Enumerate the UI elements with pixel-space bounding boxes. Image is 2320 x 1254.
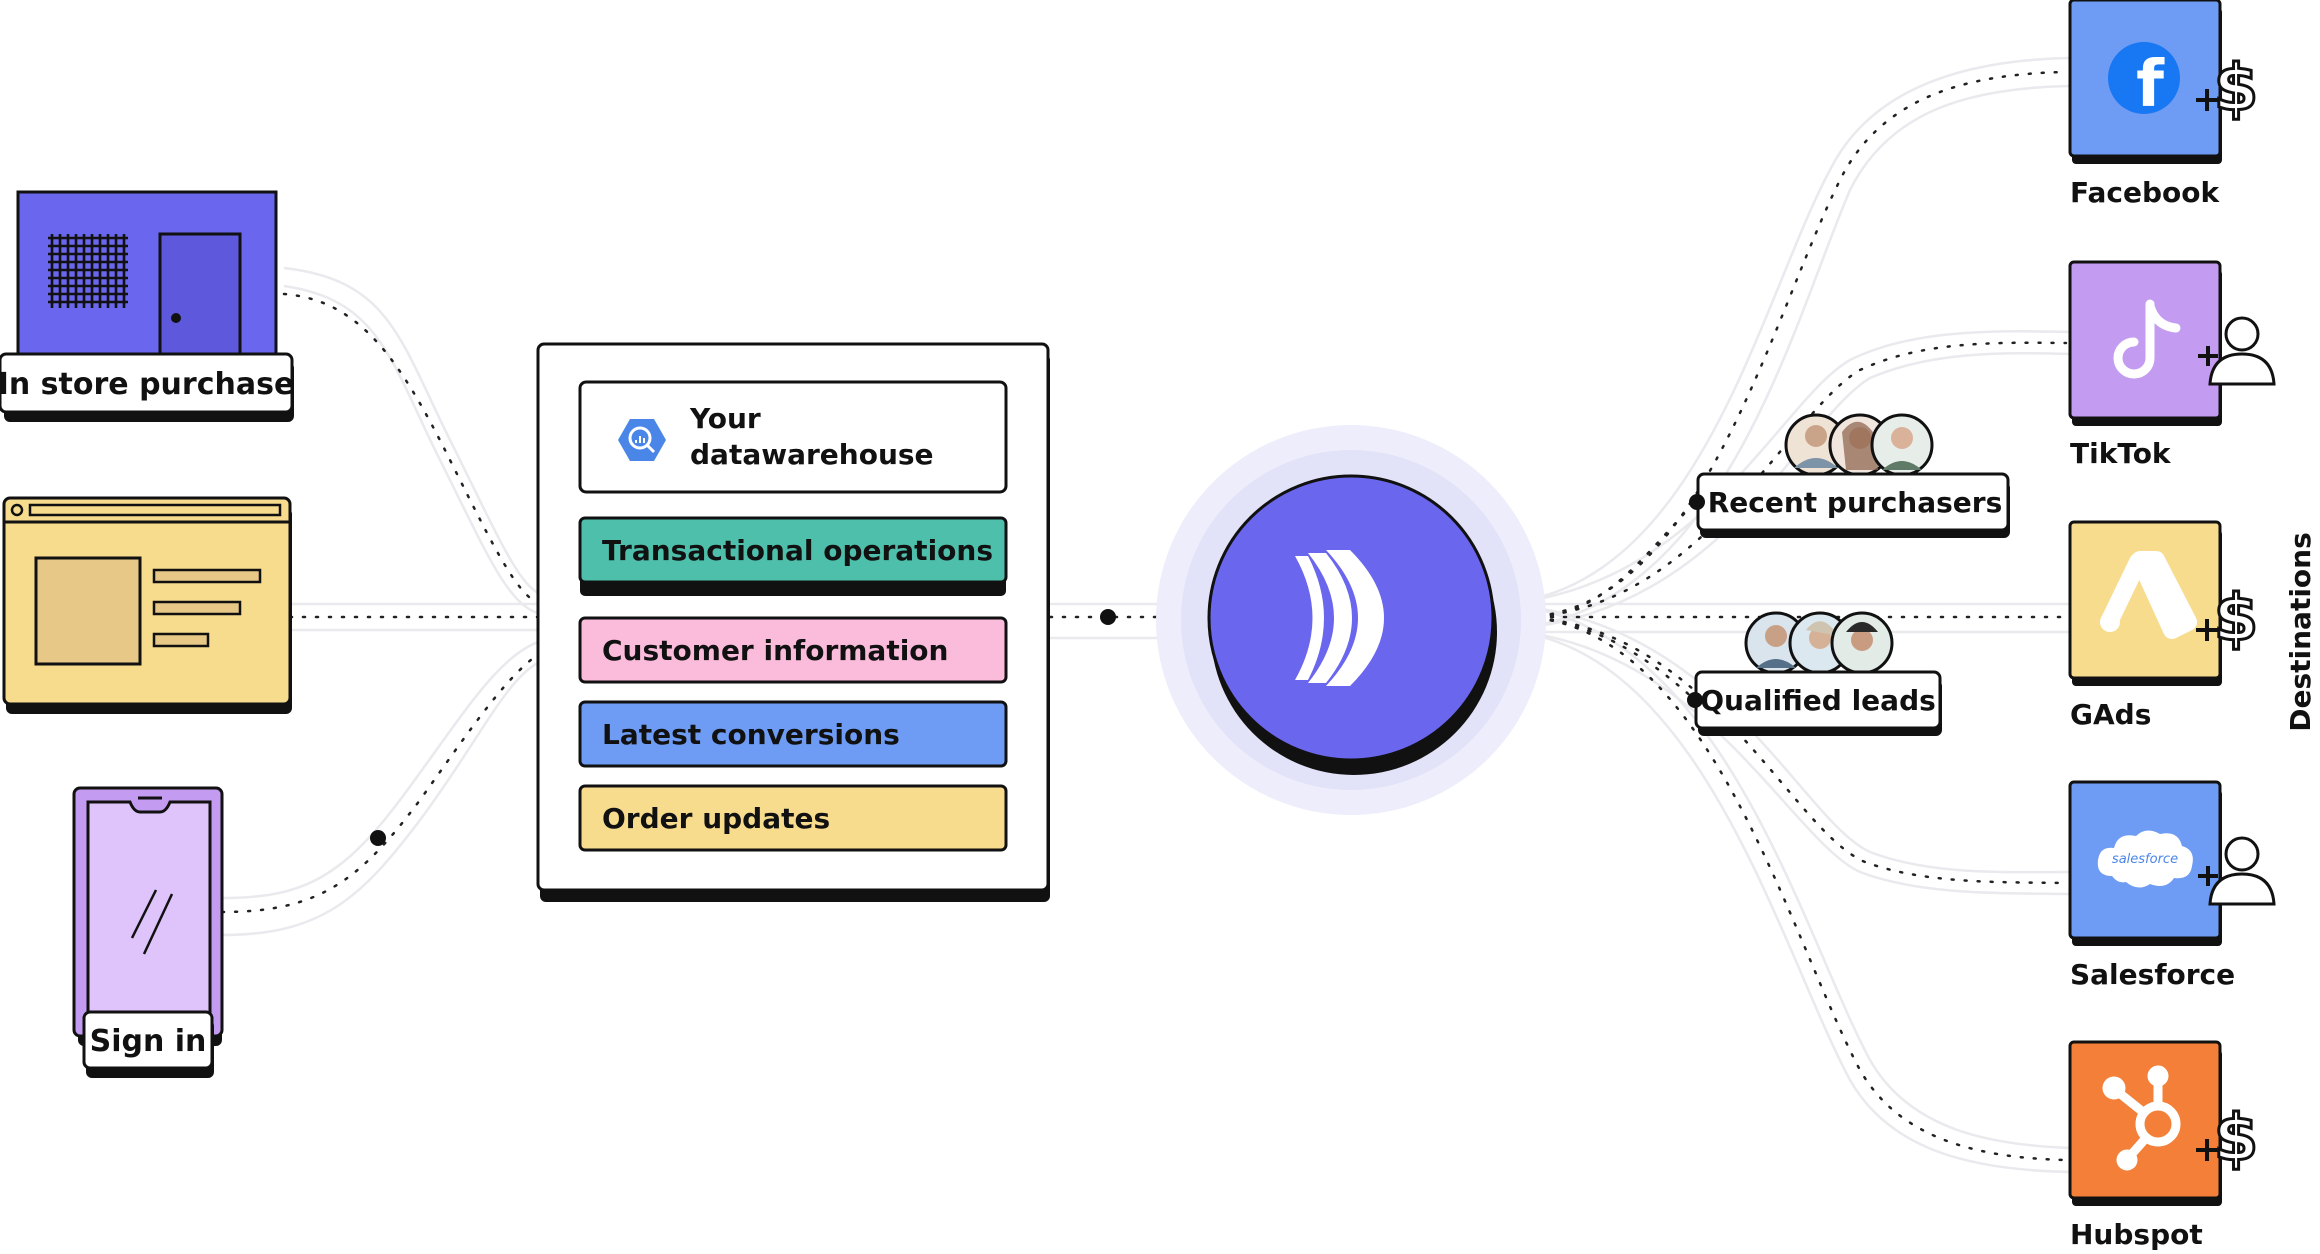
svg-text:$: $ <box>2214 1102 2259 1176</box>
destination-label-salesforce: Salesforce <box>2070 958 2235 991</box>
salesforce-icon: salesforce <box>2097 830 2193 888</box>
bigquery-icon <box>618 419 666 461</box>
audience-label-qualified-leads: Qualified leads <box>1700 684 1936 717</box>
destination-gads: $ GAds <box>2068 520 2260 731</box>
tiktok-icon <box>2113 299 2181 379</box>
audience-recent-purchasers: Recent purchasers <box>1689 413 2010 538</box>
warehouse-title-line2: datawarehouse <box>690 438 934 471</box>
store-window-grid-icon <box>48 234 128 308</box>
store-source: In store purchase <box>0 190 294 422</box>
svg-text:$: $ <box>2214 52 2259 126</box>
svg-text:salesforce: salesforce <box>2112 852 2178 867</box>
audience-label-recent-purchasers: Recent purchasers <box>1708 486 2003 519</box>
destination-hubspot: $ Hubspot <box>2068 1040 2260 1251</box>
hubspot-icon <box>2102 1065 2181 1171</box>
warehouse-title-line1: Your <box>689 402 761 435</box>
website-source <box>2 496 292 714</box>
destination-tiktok: TikTok <box>2068 260 2276 470</box>
facebook-icon: f <box>2108 42 2180 122</box>
datawarehouse-card: Your datawarehouse Transactional operati… <box>536 342 1050 902</box>
left-connectors <box>220 266 547 937</box>
destination-salesforce: salesforce Salesforce <box>2068 780 2276 991</box>
phone-source: Sign in <box>72 786 224 1078</box>
table-latest-conversions: Latest conversions <box>602 718 900 751</box>
google-ads-icon <box>2100 551 2197 639</box>
svg-text:$: $ <box>2214 582 2259 656</box>
destinations-title: Destinations <box>2284 532 2317 732</box>
avatar-group-recent <box>1784 413 1934 477</box>
table-transactional-operations: Transactional operations <box>602 534 993 567</box>
destination-label-tiktok: TikTok <box>2070 437 2172 470</box>
hightouch-logo-icon <box>1295 550 1384 686</box>
table-customer-information: Customer information <box>602 634 948 667</box>
store-label: In store purchase <box>0 367 294 402</box>
dollar-plus-icon: $ <box>2196 1101 2260 1178</box>
audience-qualified-leads: Qualified leads <box>1687 611 1942 736</box>
user-plus-icon <box>2198 836 2276 906</box>
website-image-placeholder-icon <box>34 556 142 666</box>
destination-label-gads: GAds <box>2070 698 2151 731</box>
signin-label: Sign in <box>90 1024 207 1059</box>
user-plus-icon <box>2198 316 2276 386</box>
destination-label-hubspot: Hubspot <box>2070 1218 2203 1251</box>
destination-facebook: f $ Facebook <box>2068 0 2260 209</box>
dollar-plus-icon: $ <box>2196 51 2260 128</box>
table-order-updates: Order updates <box>602 802 830 835</box>
avatar-group-qualified <box>1744 611 1894 675</box>
svg-text:f: f <box>2136 48 2165 122</box>
destination-label-facebook: Facebook <box>2070 176 2220 209</box>
sync-hub <box>1156 425 1546 815</box>
right-connectors <box>1499 56 2071 1174</box>
dollar-plus-icon: $ <box>2196 581 2260 658</box>
